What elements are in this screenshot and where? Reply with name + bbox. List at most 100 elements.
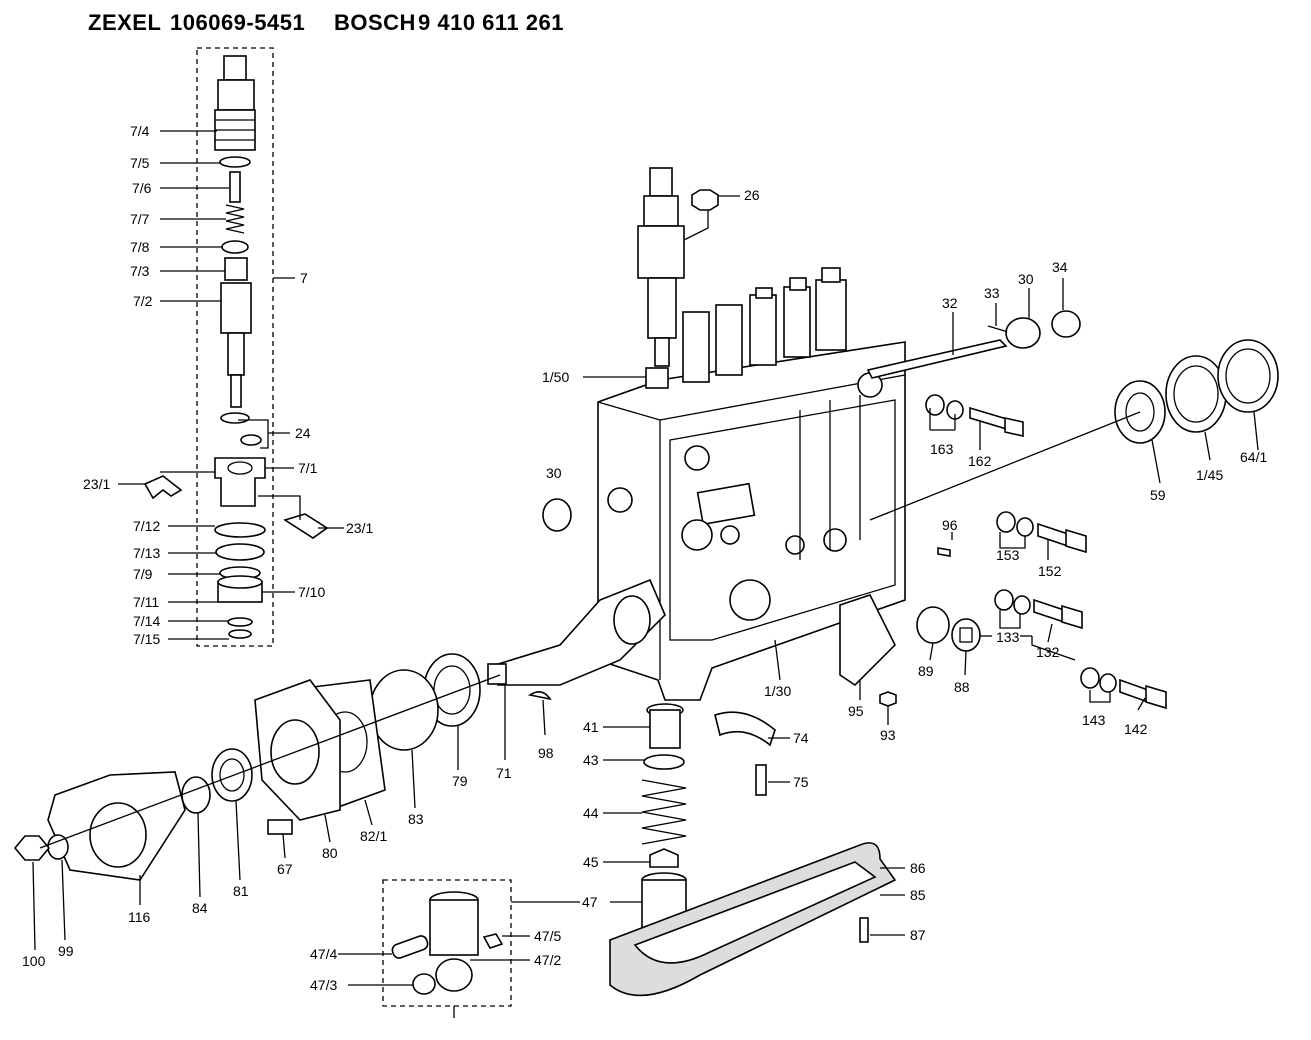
label-7-7: 7/7 [130, 211, 150, 227]
label-83: 83 [408, 811, 424, 827]
label-71: 71 [496, 765, 512, 781]
clip-23-1-left [143, 475, 183, 500]
label-30-top: 30 [1018, 271, 1034, 287]
label-7: 7 [300, 270, 308, 286]
plunger-spring-44 [641, 779, 687, 845]
label-23-1-left: 23/1 [83, 476, 110, 492]
label-80: 80 [322, 845, 338, 861]
bolt-67 [267, 819, 293, 835]
label-153: 153 [996, 547, 1020, 563]
label-133: 133 [996, 629, 1020, 645]
label-79: 79 [452, 773, 468, 789]
label-99: 99 [58, 943, 74, 959]
label-132: 132 [1036, 644, 1060, 660]
shim-7-14 [227, 617, 253, 627]
label-142: 142 [1124, 721, 1148, 737]
label-26: 26 [744, 187, 760, 203]
label-41: 41 [583, 719, 599, 735]
label-88: 88 [954, 679, 970, 695]
oil-seal-81 [211, 748, 253, 802]
spring-seat-45 [649, 848, 679, 868]
plug-88 [951, 618, 981, 652]
label-98: 98 [538, 745, 554, 761]
nut-100 [13, 835, 51, 861]
label-7-6: 7/6 [132, 180, 152, 196]
bushing-47-3 [412, 973, 436, 995]
seal-ring-7-5 [219, 156, 251, 168]
pin-33 [987, 325, 1009, 333]
header-brand-bosch: BOSCH [334, 10, 416, 35]
assembly-7-dashed-box [196, 47, 274, 647]
label-64-1: 64/1 [1240, 449, 1267, 465]
label-47-2: 47/2 [534, 952, 561, 968]
clip-23-1-right [283, 513, 329, 539]
oil-seal-64-1 [1217, 339, 1279, 413]
label-47-3: 47/3 [310, 977, 337, 993]
label-89: 89 [918, 663, 934, 679]
o-ring-89 [916, 606, 950, 644]
label-67: 67 [277, 861, 293, 877]
screw-96 [937, 547, 951, 557]
label-82-1: 82/1 [360, 828, 387, 844]
shim-7-15 [228, 629, 252, 639]
label-163: 163 [930, 441, 954, 457]
washer-30 [1005, 317, 1041, 349]
bottom-cover-85 [633, 861, 877, 964]
delivery-valve-7-3 [224, 257, 248, 281]
label-95: 95 [848, 703, 864, 719]
drive-axis-line [39, 674, 501, 849]
control-rack-32 [866, 339, 1008, 379]
label-7-3: 7/3 [130, 263, 150, 279]
pin-47-4 [391, 935, 429, 959]
spring-seat-7-10 [217, 575, 263, 603]
ring-7-12 [214, 522, 266, 538]
label-85: 85 [910, 887, 926, 903]
camshaft-axis-line [869, 411, 1141, 521]
label-7-1: 7/1 [298, 460, 318, 476]
key-98 [527, 691, 552, 701]
pump-housing [597, 341, 906, 701]
leader-lines [32, 130, 1259, 1018]
delivery-valve-holders [682, 267, 847, 383]
label-74: 74 [793, 730, 809, 746]
bearing-cover-1-45 [1165, 355, 1227, 433]
plug-1-50 [645, 367, 669, 389]
screw-87 [859, 917, 869, 943]
label-96: 96 [942, 517, 958, 533]
label-75: 75 [793, 774, 809, 790]
control-sleeve-7-1 [214, 457, 266, 507]
label-100: 100 [22, 953, 46, 969]
label-93: 93 [880, 727, 896, 743]
bolt-132 [994, 589, 1083, 630]
label-7-2: 7/2 [133, 293, 153, 309]
label-59: 59 [1150, 487, 1166, 503]
label-33: 33 [984, 285, 1000, 301]
cap-34 [1051, 310, 1081, 338]
header-brand-zexel: ZEXEL [88, 10, 162, 35]
spacer-84 [181, 776, 211, 814]
label-30-left: 30 [546, 465, 562, 481]
tappet-41 [646, 703, 684, 749]
spring-7-7 [225, 204, 245, 234]
injection-pipe-fitting-top [637, 167, 685, 367]
label-34: 34 [1052, 259, 1068, 275]
nut-93 [879, 691, 897, 707]
label-23-1-right: 23/1 [346, 520, 373, 536]
coupling-flange-116 [47, 771, 186, 881]
label-32: 32 [942, 295, 958, 311]
o-ring-83 [369, 669, 439, 751]
label-7-13: 7/13 [133, 545, 160, 561]
label-7-11: 7/11 [133, 594, 159, 610]
label-43: 43 [583, 752, 599, 768]
label-47-5: 47/5 [534, 928, 561, 944]
gasket-7-8 [221, 240, 249, 254]
label-44: 44 [583, 805, 599, 821]
plunger-barrel-7-2 [220, 282, 252, 408]
injection-pipe-fitting-7-4 [214, 55, 256, 151]
label-24: 24 [295, 425, 311, 441]
spring-seat-43 [643, 754, 685, 770]
o-ring-24 [220, 412, 250, 424]
bolt-152 [996, 511, 1087, 554]
bracket-74 [714, 711, 776, 747]
